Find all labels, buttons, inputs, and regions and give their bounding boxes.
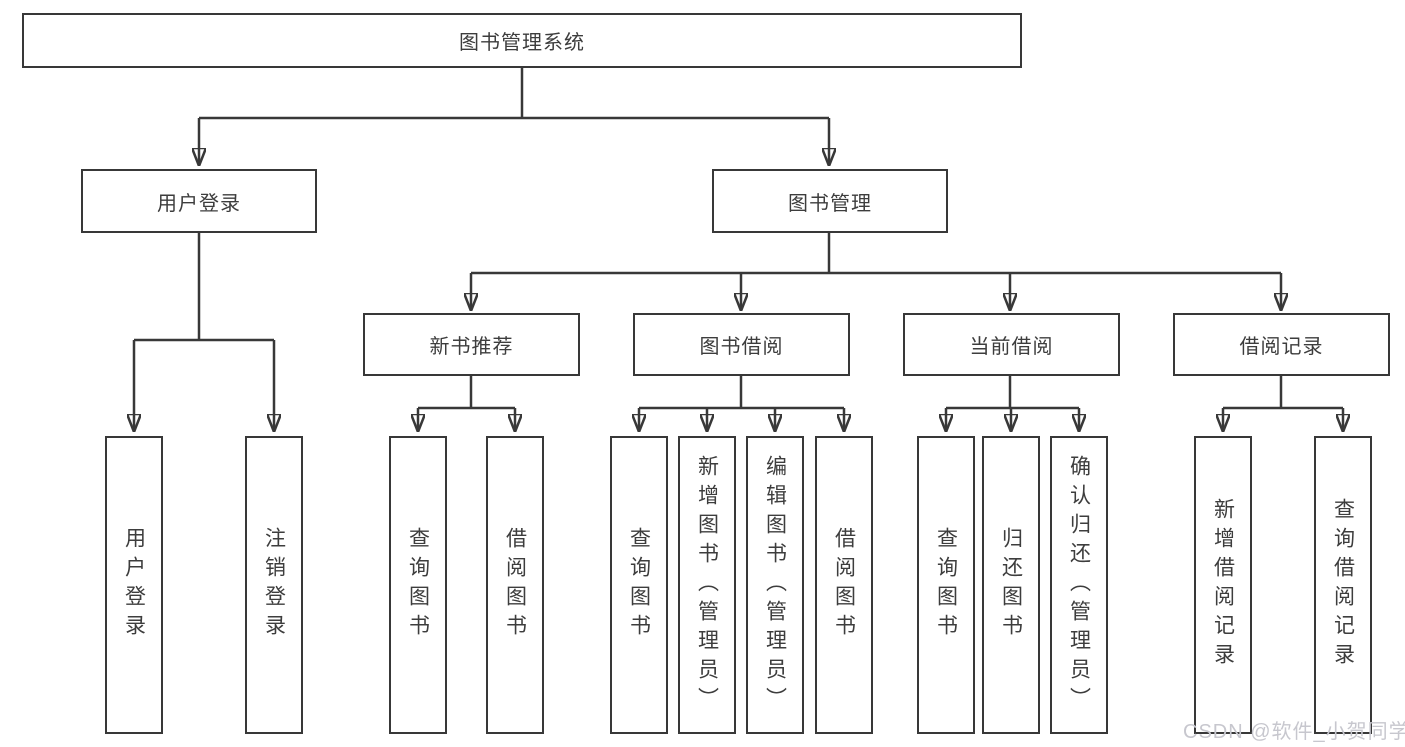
connector-newbook-branch [418, 376, 515, 430]
leaf-borrow-query-books-label: 查询图书 [627, 527, 651, 643]
csdn-watermark: CSDN @软件_小贺同学 [1183, 721, 1405, 743]
leaf-records-query-record-label: 查询借阅记录 [1331, 498, 1355, 672]
leaf-current-confirm-return-admin-label: 确认归还（管理员） [1067, 454, 1091, 716]
leaf-user-login-label: 用户登录 [122, 527, 146, 643]
connector-root-to-level2 [199, 68, 829, 164]
leaf-current-query-books: 查询图书 [917, 436, 975, 734]
node-borrow-records: 借阅记录 [1173, 313, 1390, 376]
leaf-user-login: 用户登录 [105, 436, 163, 734]
leaf-logout-label: 注销登录 [262, 527, 286, 643]
connector-records-branch [1223, 376, 1343, 430]
leaf-borrow-edit-books-admin: 编辑图书（管理员） [746, 436, 804, 734]
leaf-newbook-borrow-books: 借阅图书 [486, 436, 544, 734]
leaf-borrow-add-books-admin-label: 新增图书（管理员） [695, 454, 719, 716]
leaf-borrow-edit-books-admin-label: 编辑图书（管理员） [763, 454, 787, 716]
leaf-current-query-books-label: 查询图书 [934, 527, 958, 643]
leaf-current-return-books-label: 归还图书 [999, 527, 1023, 643]
leaf-current-confirm-return-admin: 确认归还（管理员） [1050, 436, 1108, 734]
connector-current-branch [946, 376, 1079, 430]
node-current-borrow: 当前借阅 [903, 313, 1120, 376]
node-library-system: 图书管理系统 [22, 13, 1022, 68]
leaf-borrow-borrow-books-label: 借阅图书 [832, 527, 856, 643]
leaf-records-add-record: 新增借阅记录 [1194, 436, 1252, 734]
leaf-records-add-record-label: 新增借阅记录 [1211, 498, 1235, 672]
connector-login-branch [134, 233, 274, 430]
node-book-borrow: 图书借阅 [633, 313, 850, 376]
leaf-newbook-query-books: 查询图书 [389, 436, 447, 734]
leaf-current-return-books: 归还图书 [982, 436, 1040, 734]
leaf-borrow-add-books-admin: 新增图书（管理员） [678, 436, 736, 734]
leaf-borrow-query-books: 查询图书 [610, 436, 668, 734]
node-new-book-recommend: 新书推荐 [363, 313, 580, 376]
connector-management-to-level3 [471, 233, 1281, 309]
leaf-borrow-borrow-books: 借阅图书 [815, 436, 873, 734]
connector-borrow-branch [639, 376, 844, 430]
node-book-management: 图书管理 [712, 169, 948, 233]
leaf-records-query-record: 查询借阅记录 [1314, 436, 1372, 734]
leaf-newbook-borrow-books-label: 借阅图书 [503, 527, 527, 643]
leaf-newbook-query-books-label: 查询图书 [406, 527, 430, 643]
node-user-login: 用户登录 [81, 169, 317, 233]
leaf-logout: 注销登录 [245, 436, 303, 734]
